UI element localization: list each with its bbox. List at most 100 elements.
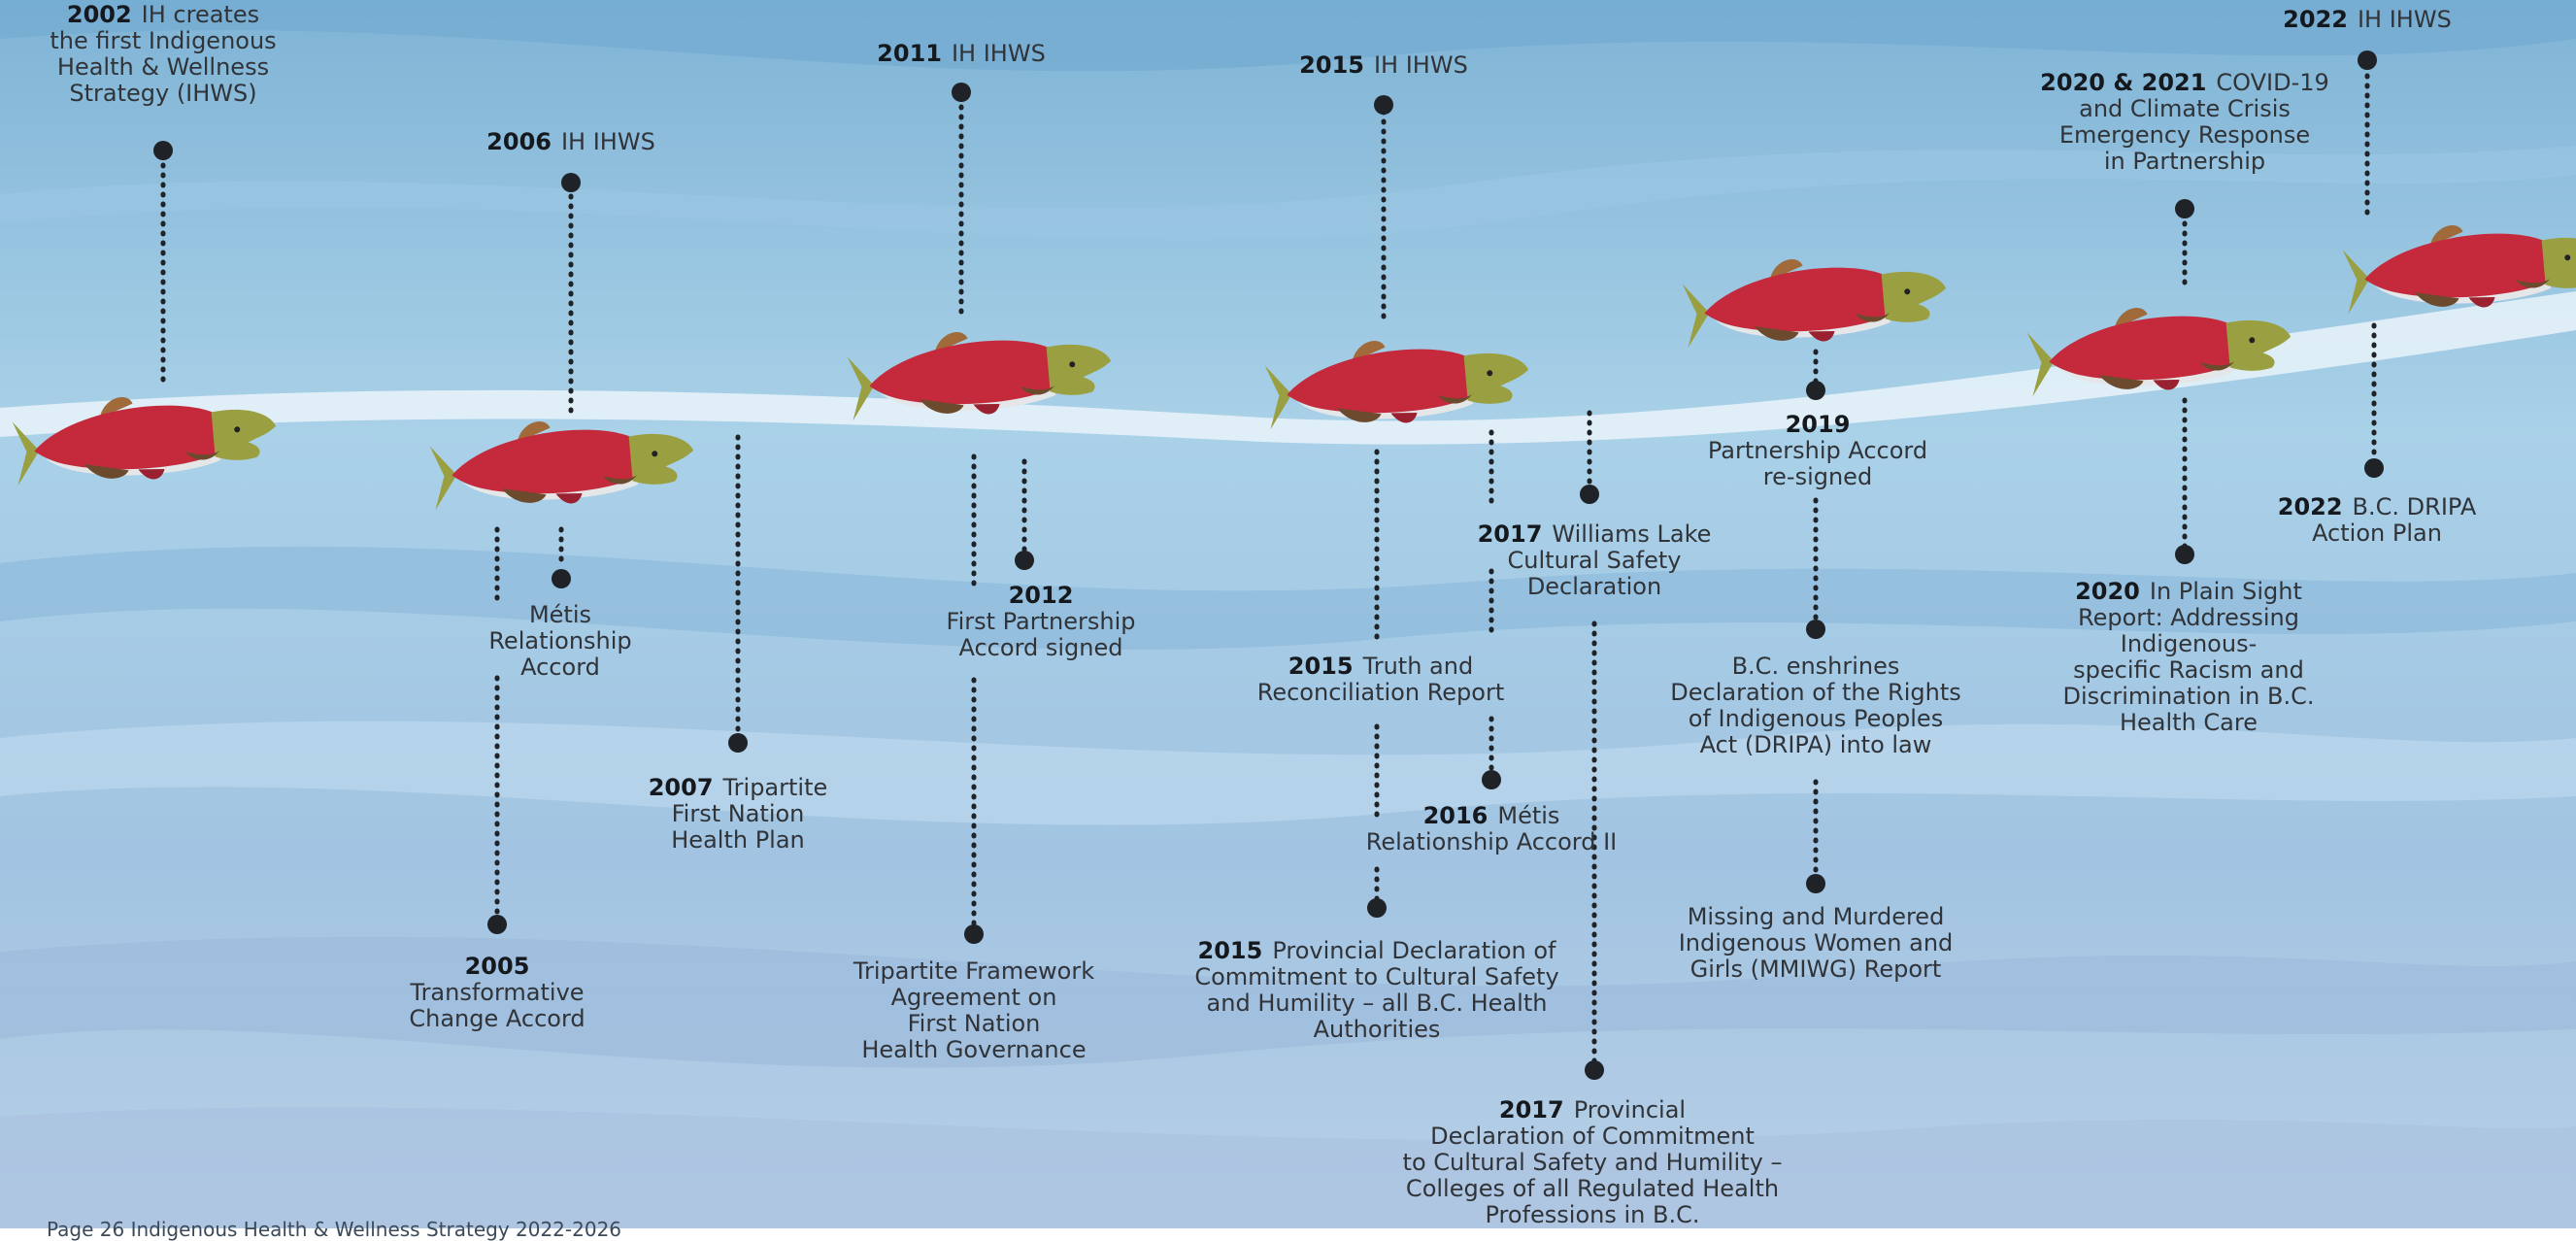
milestone-text: Truth and (1362, 653, 1474, 680)
milestone-text: Provincial Declaration of (1272, 937, 1556, 964)
timeline-marker (487, 915, 507, 934)
milestone-m2022a: 2022 IH IHWS (2283, 7, 2452, 33)
milestone-text: Action Plan (2312, 520, 2442, 547)
milestone-text: in Partnership (2103, 148, 2266, 175)
milestone-year: 2022 (2283, 6, 2348, 33)
timeline-marker (1482, 770, 1501, 789)
milestone-text: Provincial (1573, 1096, 1687, 1124)
milestone-text: Partnership Accord (1707, 437, 1928, 464)
milestone-year: 2006 (486, 128, 552, 155)
salmon-icon (1264, 341, 1529, 430)
milestone-text: specific Racism and (2073, 656, 2304, 684)
salmon-icon (2342, 225, 2576, 315)
milestone-text: Commitment to Cultural Safety (1194, 963, 1559, 990)
milestone-text: and Humility – all B.C. Health (1206, 989, 1548, 1017)
footer-text: Page 26 Indigenous Health & Wellness Str… (47, 1218, 622, 1241)
milestone-text: Reconciliation Report (1256, 679, 1505, 706)
milestone-text: Change Accord (409, 1005, 585, 1032)
salmon-icon (429, 421, 694, 511)
milestone-text: to Cultural Safety and Humility – (1402, 1149, 1783, 1176)
milestone-text: Indigenous- (2120, 630, 2258, 657)
salmon-icon (2026, 308, 2292, 397)
milestone-text: Tripartite (722, 774, 828, 801)
milestone-text: Indigenous Women and (1678, 929, 1954, 956)
milestone-text: Health Care (2119, 709, 2258, 736)
timeline-marker (1585, 1060, 1604, 1080)
milestone-text: Declaration of the Rights (1670, 679, 1961, 706)
milestone-text: of Indigenous Peoples (1688, 705, 1944, 732)
milestone-text: Declaration of Commitment (1430, 1123, 1755, 1150)
timeline-marker (153, 141, 173, 160)
timeline-marker (2358, 50, 2377, 70)
timeline-marker (1367, 898, 1387, 918)
milestone-year: 2005 (464, 953, 530, 980)
timeline-marker (1806, 381, 1825, 400)
timeline-marker (1806, 874, 1825, 893)
milestone-text: Discrimination in B.C. (2062, 683, 2315, 710)
milestone-year: 2017 (1498, 1096, 1564, 1124)
milestone-text: Tripartite Framework (853, 957, 1095, 985)
milestone-year: 2022 (2277, 493, 2343, 520)
milestone-text: IH IHWS (2357, 6, 2452, 33)
milestone-text: Emergency Response (2058, 121, 2311, 149)
timeline-marker (552, 569, 571, 588)
timeline-marker (728, 733, 748, 753)
timeline-marker (952, 83, 971, 102)
timeline-marker (964, 924, 984, 944)
milestone-text: re-signed (1762, 463, 1873, 490)
milestone-text: IH IHWS (951, 40, 1046, 67)
timeline-marker (561, 173, 581, 192)
milestone-text: Girls (MMIWG) Report (1689, 956, 1942, 983)
milestone-text: Report: Addressing (2078, 604, 2299, 631)
milestone-year: 2015 (1197, 937, 1263, 964)
salmon-icon (1682, 259, 1947, 349)
milestone-text: First Nation (907, 1010, 1041, 1037)
milestone-text: Relationship (488, 627, 632, 654)
milestone-text: Métis (1497, 802, 1560, 829)
milestone-text: Agreement on (890, 984, 1057, 1011)
milestone-text: IH IHWS (560, 128, 655, 155)
milestone-text: COVID-19 (2216, 69, 2329, 96)
salmon-icon (12, 397, 277, 486)
milestone-year: 2012 (1008, 582, 1074, 609)
milestone-text: IH creates (141, 1, 260, 28)
milestone-text: Health Plan (671, 826, 805, 854)
timeline-marker (2175, 545, 2194, 564)
salmon-icon (847, 332, 1112, 421)
timeline-marker (1015, 551, 1034, 570)
milestone-text: Métis (528, 601, 592, 628)
milestone-text: Cultural Safety (1507, 547, 1682, 574)
milestone-text: IH IHWS (1373, 51, 1468, 79)
milestone-year: 2019 (1785, 411, 1851, 438)
milestone-text: Declaration (1526, 573, 1662, 600)
milestone-text: Health Governance (861, 1036, 1087, 1063)
milestone-text: Strategy (IHWS) (69, 80, 257, 107)
milestone-text: Missing and Murdered (1687, 903, 1945, 930)
river-band (0, 291, 2576, 445)
timeline-marker (1806, 620, 1825, 639)
milestone-text: Transformative (410, 979, 585, 1006)
milestone-year: 2016 (1422, 802, 1489, 829)
timeline-marker (1580, 485, 1599, 504)
timeline-marker (2175, 199, 2194, 218)
milestone-text: Accord signed (958, 634, 1123, 661)
timeline-marker (2364, 458, 2384, 478)
milestone-year: 2020 (2075, 578, 2140, 605)
milestone-text: In Plain Sight (2149, 578, 2302, 605)
